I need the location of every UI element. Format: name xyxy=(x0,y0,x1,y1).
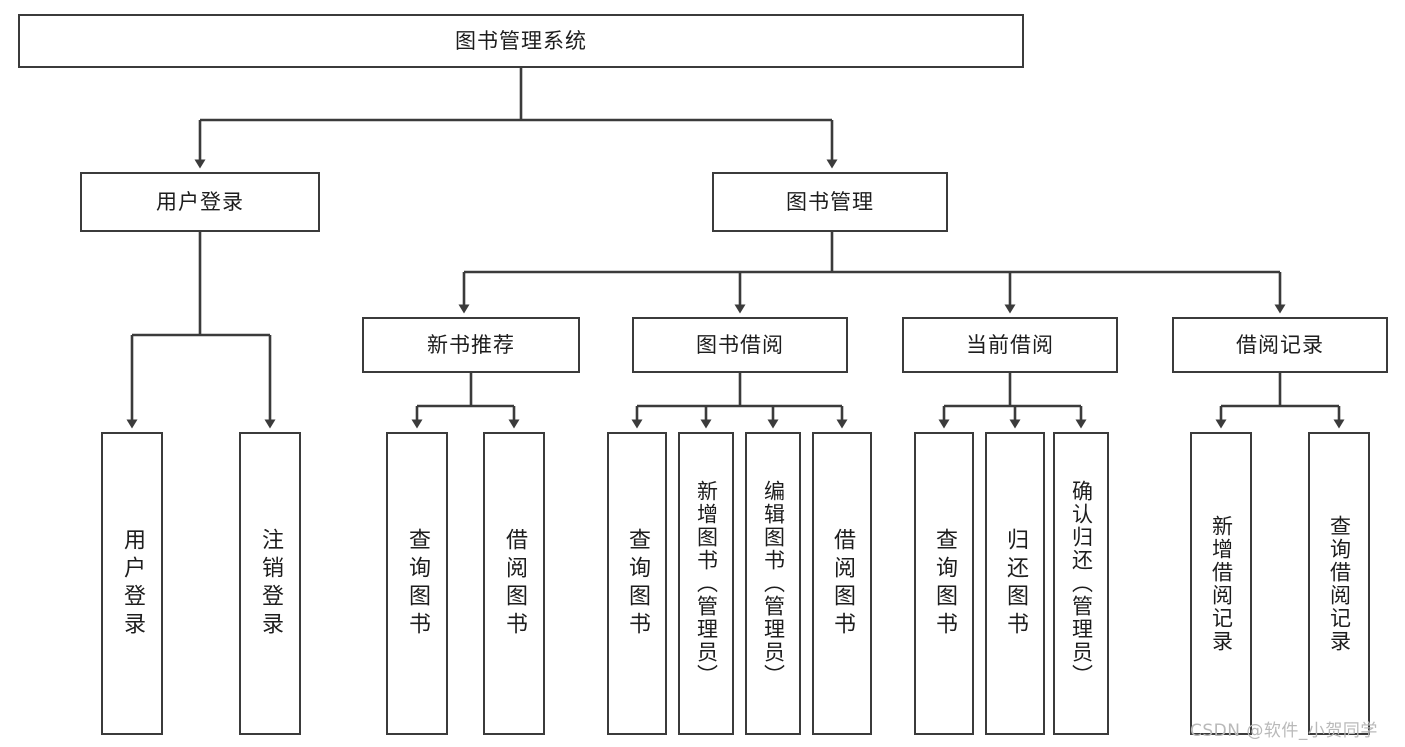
node-leaf-add-book-admin-label: 新增图书（管理员） xyxy=(694,480,719,687)
node-leaf-edit-book-admin[interactable]: 编辑图书（管理员） xyxy=(745,432,801,735)
node-leaf-query-book-1[interactable]: 查询图书 xyxy=(386,432,448,735)
node-leaf-add-borrow-record[interactable]: 新增借阅记录 xyxy=(1190,432,1252,735)
node-leaf-user-login[interactable]: 用户登录 xyxy=(101,432,163,735)
node-leaf-query-borrow-record[interactable]: 查询借阅记录 xyxy=(1308,432,1370,735)
node-book-manage-label: 图书管理 xyxy=(786,189,874,214)
node-leaf-logout-login-label: 注销登录 xyxy=(258,527,283,640)
node-leaf-query-book-1-label: 查询图书 xyxy=(405,527,430,640)
node-leaf-return-book-label: 归还图书 xyxy=(1003,527,1028,640)
node-new-book-recommend[interactable]: 新书推荐 xyxy=(362,317,580,373)
node-book-borrow[interactable]: 图书借阅 xyxy=(632,317,848,373)
node-root-label: 图书管理系统 xyxy=(455,28,587,53)
node-leaf-query-book-3[interactable]: 查询图书 xyxy=(914,432,974,735)
csdn-watermark: CSDN @软件_小贺同学 xyxy=(1190,721,1378,741)
node-borrow-record-label: 借阅记录 xyxy=(1236,332,1324,357)
node-leaf-confirm-return-admin[interactable]: 确认归还（管理员） xyxy=(1053,432,1109,735)
node-current-borrow[interactable]: 当前借阅 xyxy=(902,317,1118,373)
node-current-borrow-label: 当前借阅 xyxy=(966,332,1054,357)
node-leaf-confirm-return-admin-label: 确认归还（管理员） xyxy=(1069,480,1094,687)
node-leaf-query-book-2-label: 查询图书 xyxy=(625,527,650,640)
node-book-borrow-label: 图书借阅 xyxy=(696,332,784,357)
node-leaf-logout-login[interactable]: 注销登录 xyxy=(239,432,301,735)
node-new-book-recommend-label: 新书推荐 xyxy=(427,332,515,357)
node-root[interactable]: 图书管理系统 xyxy=(18,14,1024,68)
node-leaf-borrow-book-1-label: 借阅图书 xyxy=(502,527,527,640)
node-leaf-edit-book-admin-label: 编辑图书（管理员） xyxy=(761,480,786,687)
node-leaf-borrow-book-2-label: 借阅图书 xyxy=(830,527,855,640)
node-leaf-query-borrow-record-label: 查询借阅记录 xyxy=(1327,514,1352,653)
node-book-manage[interactable]: 图书管理 xyxy=(712,172,948,232)
node-leaf-user-login-label: 用户登录 xyxy=(120,527,145,640)
node-leaf-borrow-book-2[interactable]: 借阅图书 xyxy=(812,432,872,735)
node-borrow-record[interactable]: 借阅记录 xyxy=(1172,317,1388,373)
node-leaf-add-book-admin[interactable]: 新增图书（管理员） xyxy=(678,432,734,735)
node-leaf-query-book-3-label: 查询图书 xyxy=(932,527,957,640)
node-leaf-add-borrow-record-label: 新增借阅记录 xyxy=(1209,514,1234,653)
node-user-login-label: 用户登录 xyxy=(156,189,244,214)
node-leaf-borrow-book-1[interactable]: 借阅图书 xyxy=(483,432,545,735)
node-user-login[interactable]: 用户登录 xyxy=(80,172,320,232)
node-leaf-query-book-2[interactable]: 查询图书 xyxy=(607,432,667,735)
node-leaf-return-book[interactable]: 归还图书 xyxy=(985,432,1045,735)
